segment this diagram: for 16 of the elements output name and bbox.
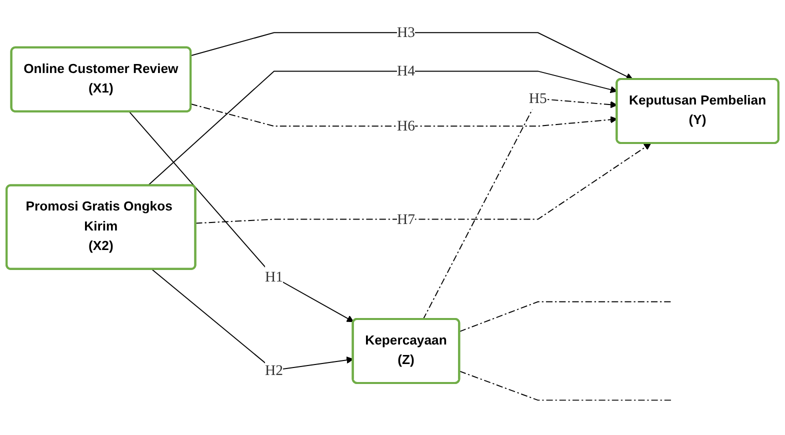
edge-label: H3 [396, 24, 415, 41]
arrow [422, 98, 618, 320]
arrow [195, 144, 652, 224]
edge-label: H2 [265, 362, 284, 379]
arrow [151, 269, 354, 372]
arrow [128, 112, 354, 323]
edge-label: H4 [396, 63, 415, 80]
edge-label: H6 [396, 118, 415, 134]
connector [459, 302, 674, 332]
arrow [190, 32, 634, 80]
edge-label: H7 [396, 211, 415, 228]
arrow [190, 104, 618, 128]
edge-label: H5 [528, 90, 547, 107]
edge-label: H1 [265, 268, 284, 286]
arrow [147, 71, 618, 187]
connector [459, 371, 674, 402]
